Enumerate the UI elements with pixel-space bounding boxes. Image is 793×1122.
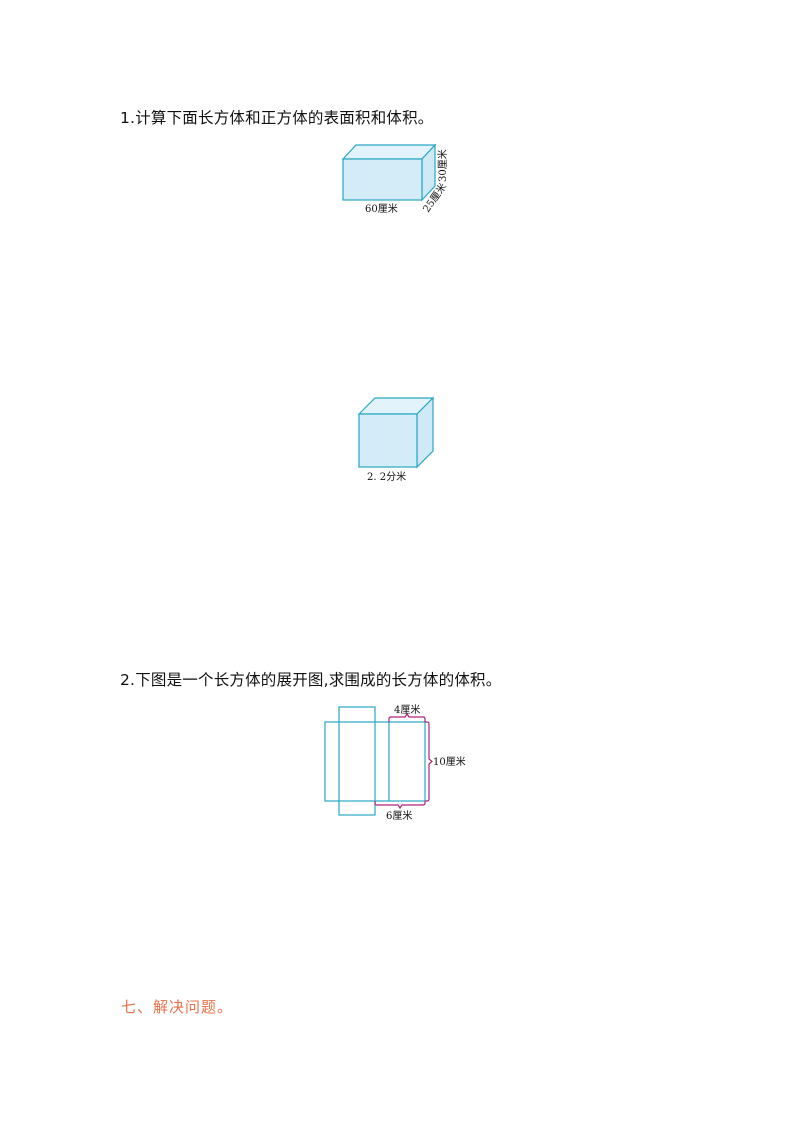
cuboid-figure: 60厘米 25厘米 30厘米: [341, 143, 449, 215]
question-2-title: 2.下图是一个长方体的展开图,求围成的长方体的体积。: [120, 671, 502, 689]
cuboid-length-label: 60厘米: [365, 202, 398, 215]
cuboid-net-figure: 4厘米 10厘米 6厘米: [324, 703, 466, 822]
net-right-label: 10厘米: [433, 755, 466, 768]
cube-figure: 2. 2分米: [357, 396, 435, 483]
net-top-label: 4厘米: [394, 703, 420, 716]
question-1-title: 1.计算下面长方体和正方体的表面积和体积。: [120, 109, 434, 127]
cuboid-height-label: 30厘米: [436, 149, 449, 182]
net-bottom-label: 6厘米: [386, 809, 412, 822]
cube-edge-label: 2. 2分米: [367, 470, 406, 483]
section-title: 七、解决问题。: [121, 998, 234, 1016]
